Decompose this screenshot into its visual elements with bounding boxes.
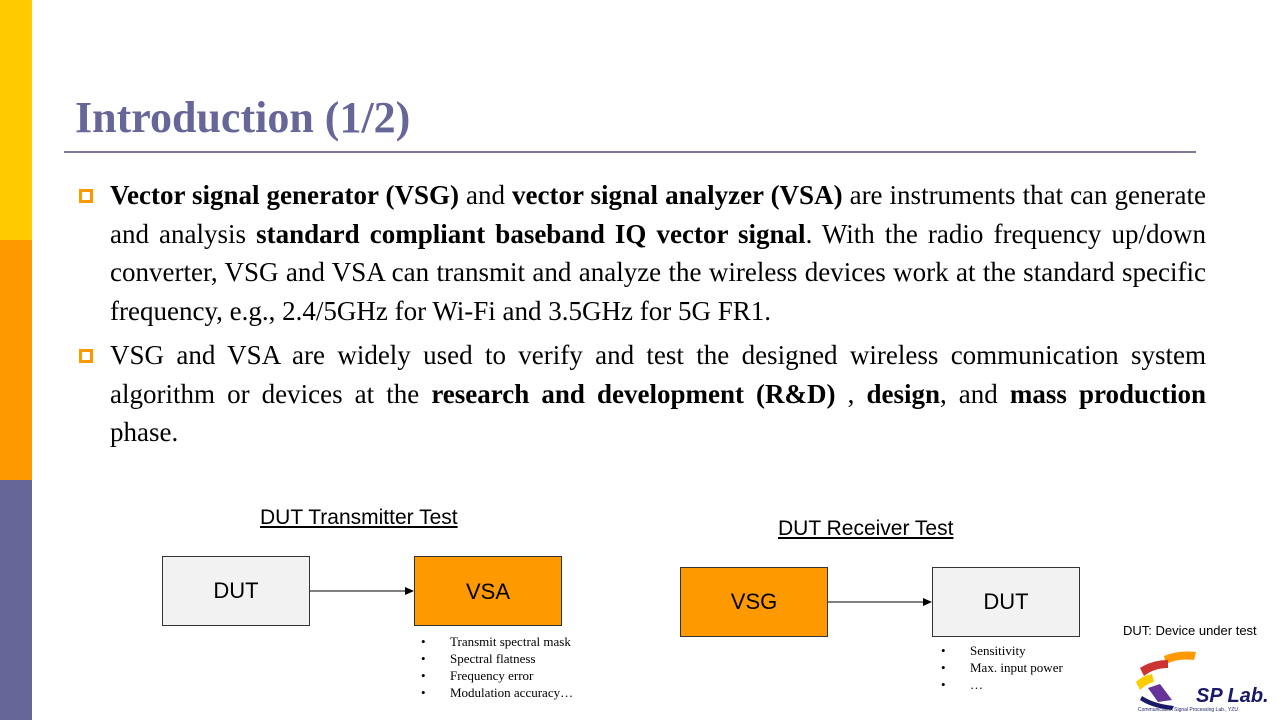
bullet-text: VSG and VSA are widely used to verify an… bbox=[110, 340, 1206, 409]
rx-test-label: DUT Receiver Test bbox=[778, 517, 954, 540]
bullet-text-bold: research and development (R&D) bbox=[431, 378, 836, 409]
bullet-item: VSG and VSA are widely used to verify an… bbox=[76, 336, 1206, 452]
hollow-square-bullet-icon bbox=[79, 349, 93, 363]
bullet-text-bold: vector signal analyzer (VSA) bbox=[512, 180, 843, 210]
tx-notes-list: Transmit spectral mask Spectral flatness… bbox=[421, 633, 573, 701]
bullet-text-bold: design bbox=[866, 378, 940, 409]
bullet-text: phase. bbox=[110, 417, 179, 447]
bullet-text-bold: mass production bbox=[1009, 378, 1206, 409]
footnote: DUT: Device under test bbox=[1123, 623, 1257, 638]
title-divider bbox=[64, 151, 1196, 153]
bullet-text-bold: Vector signal generator (VSG) bbox=[110, 180, 460, 210]
hollow-square-bullet-icon bbox=[79, 189, 93, 203]
list-item: Sensitivity bbox=[941, 642, 1063, 659]
bullet-text: , bbox=[835, 378, 867, 409]
tx-dut-box: DUT bbox=[162, 556, 310, 626]
accent-bar-yellow bbox=[0, 0, 32, 240]
tx-test-label: DUT Transmitter Test bbox=[260, 506, 458, 529]
bullet-text: are instruments that can generate and an… bbox=[110, 180, 1206, 249]
list-item: Frequency error bbox=[421, 667, 573, 684]
list-item: Modulation accuracy… bbox=[421, 684, 573, 701]
bullet-item: Vector signal generator (VSG) and vector… bbox=[76, 176, 1206, 330]
tx-vsa-box: VSA bbox=[414, 556, 562, 626]
accent-bar-purple bbox=[0, 480, 32, 720]
rx-vsg-box: VSG bbox=[680, 567, 828, 637]
accent-bar-orange bbox=[0, 240, 32, 480]
bullet-text: . With the radio frequency up/down conve… bbox=[110, 218, 1206, 326]
list-item: Max. input power bbox=[941, 659, 1063, 676]
list-item: Transmit spectral mask bbox=[421, 633, 573, 650]
logo-subtitle: Communication Signal Processing Lab., YZ… bbox=[1138, 707, 1238, 713]
logo-title: SP Lab. bbox=[1196, 685, 1269, 707]
list-item: … bbox=[941, 676, 1063, 693]
rx-dut-box: DUT bbox=[932, 567, 1080, 637]
rx-arrow bbox=[828, 598, 932, 606]
slide-title: Introduction (1/2) bbox=[75, 93, 411, 142]
sp-lab-logo-icon bbox=[1136, 651, 1196, 710]
bullet-text-bold: standard compliant baseband IQ vector si… bbox=[256, 218, 806, 249]
bullet-text: , and bbox=[939, 378, 1010, 409]
bullet-list: Vector signal generator (VSG) and vector… bbox=[76, 176, 1206, 458]
rx-notes-list: Sensitivity Max. input power … bbox=[941, 642, 1063, 693]
list-item: Spectral flatness bbox=[421, 650, 573, 667]
bullet-text: and bbox=[459, 180, 513, 210]
tx-arrow bbox=[310, 587, 414, 595]
